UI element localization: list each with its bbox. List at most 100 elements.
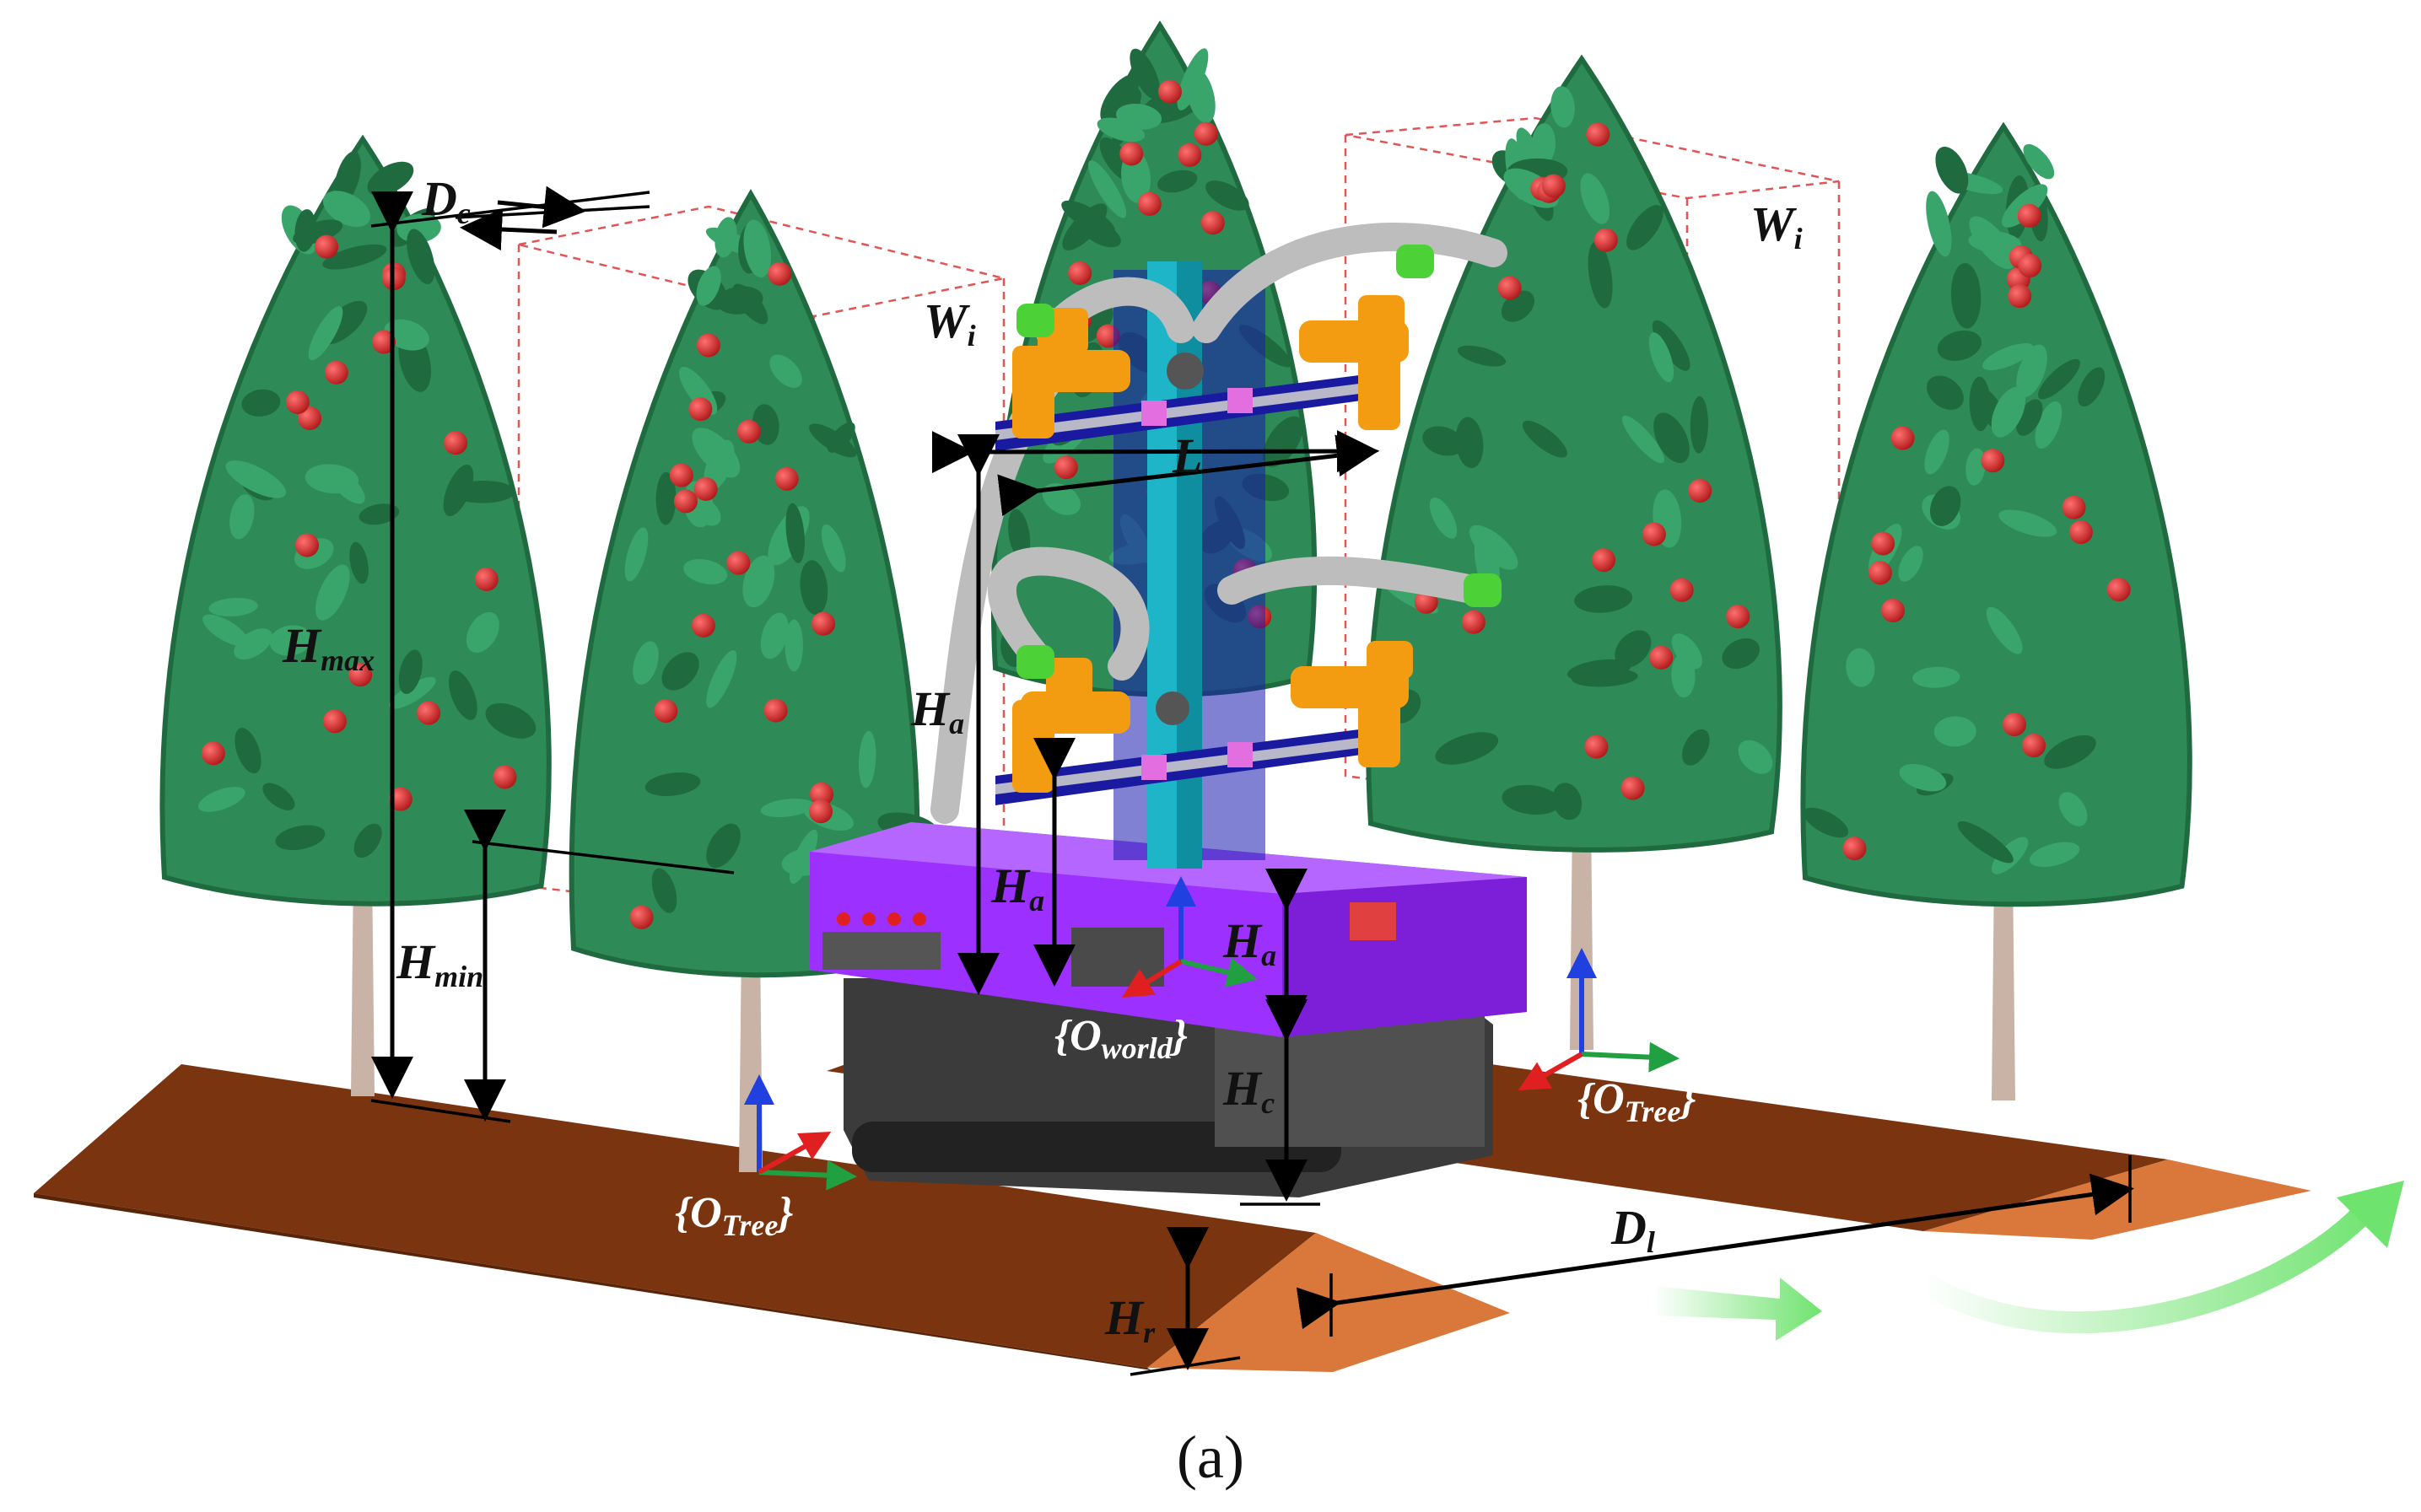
apple [811, 611, 836, 636]
leaf-cluster [229, 494, 255, 540]
apple [474, 567, 499, 591]
apple [1157, 79, 1182, 104]
apple [1137, 191, 1162, 216]
lower-rail [995, 725, 1392, 805]
apple [1620, 776, 1645, 800]
leaf-cluster [1690, 395, 1708, 454]
leaf-cluster [706, 823, 741, 869]
leaf-cluster [827, 422, 855, 453]
leaf-cluster [696, 266, 721, 306]
leaf-cluster [655, 471, 677, 525]
leaf-cluster [858, 730, 876, 788]
leaf-cluster [275, 825, 326, 851]
leaf-cluster [1062, 203, 1108, 250]
apple [2068, 520, 2093, 545]
leaf-cluster [714, 217, 737, 258]
leaf-cluster [466, 611, 499, 654]
leaf-cluster [1008, 508, 1031, 560]
arm-upper-left [1012, 304, 1204, 439]
label-w-i-left: Wi [924, 293, 976, 352]
apple [1200, 211, 1225, 235]
apple [315, 234, 339, 259]
leaf-cluster [1088, 160, 1127, 218]
frame-world [1121, 876, 1258, 998]
leaf-cluster [367, 161, 414, 196]
figure-caption: (a) [1177, 1423, 1244, 1491]
apple [1592, 548, 1616, 573]
leaf-cluster [661, 652, 699, 691]
apple [285, 390, 310, 415]
frame-tree-left [744, 1074, 857, 1191]
leaf-cluster [262, 783, 295, 810]
leaf-cluster [2035, 401, 2062, 449]
tree-crown [159, 134, 552, 907]
apple [2008, 284, 2032, 309]
leaf-cluster [2078, 367, 2106, 407]
leaf-cluster [308, 306, 343, 361]
leaf-cluster [1435, 732, 1499, 765]
leaf-cluster [2044, 734, 2096, 769]
leaf-cluster [760, 799, 814, 818]
leaf-cluster [1457, 345, 1507, 367]
dimension-labels: Dc Wi Wi Hmax Hmin L Ha Ha Ha Hc Hr Dl [282, 171, 1803, 1349]
apple [1593, 228, 1618, 252]
leaf-cluster [450, 481, 515, 503]
label-h-c: Hc [1222, 1061, 1275, 1120]
leaf-cluster [1937, 330, 1982, 362]
control-panel [822, 912, 941, 970]
leaf-cluster [624, 527, 649, 582]
leaf-cluster [1522, 420, 1567, 458]
apple [2062, 495, 2086, 519]
leaf-cluster [1671, 633, 1702, 670]
apple [324, 360, 348, 385]
leaf-cluster [2037, 358, 2080, 400]
label-h-max: Hmax [282, 618, 375, 677]
apple [2022, 734, 2046, 758]
apple [763, 698, 788, 723]
label-w-i-right: Wi [1750, 196, 1803, 256]
leaf-cluster [1935, 146, 1969, 194]
label-o-world: {Oworld} [1054, 1012, 1188, 1065]
leaf-cluster [683, 558, 728, 584]
leaf-cluster [692, 428, 741, 478]
leaf-cluster [2058, 792, 2088, 826]
apple [693, 476, 718, 501]
leaf-cluster [1991, 386, 2026, 438]
apple [1054, 455, 1078, 480]
apple [810, 782, 834, 806]
leaf-cluster [1968, 230, 2022, 254]
leaf-cluster [407, 229, 435, 284]
leaf-cluster [2023, 143, 2055, 180]
label-h-a-mid: Ha [990, 858, 1044, 917]
leaf-cluster [1626, 205, 1663, 250]
leaf-cluster [651, 868, 677, 913]
apple [1726, 605, 1750, 629]
leaf-cluster [305, 464, 359, 494]
leaf-cluster [225, 460, 286, 498]
leaf-cluster [1738, 740, 1773, 774]
leaf-cluster [1924, 429, 1949, 475]
label-h-a-upper: Ha [910, 681, 964, 740]
apple [1541, 174, 1566, 198]
leaf-cluster [821, 524, 846, 573]
tree-crown [1366, 54, 1782, 853]
leaf-cluster [1986, 606, 2023, 654]
apple [688, 397, 713, 422]
leaf-cluster [208, 597, 258, 617]
leaf-cluster [1957, 821, 2014, 864]
leaf-cluster [1998, 509, 2057, 537]
apple [295, 533, 320, 557]
leaf-cluster [1648, 332, 1674, 383]
apple [2003, 713, 2027, 737]
leaf-cluster [293, 219, 343, 245]
leaf-cluster [743, 219, 772, 278]
apple-tree [1800, 121, 2192, 1100]
leaf-cluster [1621, 415, 1664, 464]
leaf-cluster [2029, 842, 2080, 868]
leaf-cluster [732, 283, 768, 325]
apple [493, 765, 517, 789]
apple [691, 613, 715, 638]
leaf-cluster [1157, 169, 1198, 193]
apple [444, 431, 468, 455]
leaf-cluster [633, 641, 659, 685]
